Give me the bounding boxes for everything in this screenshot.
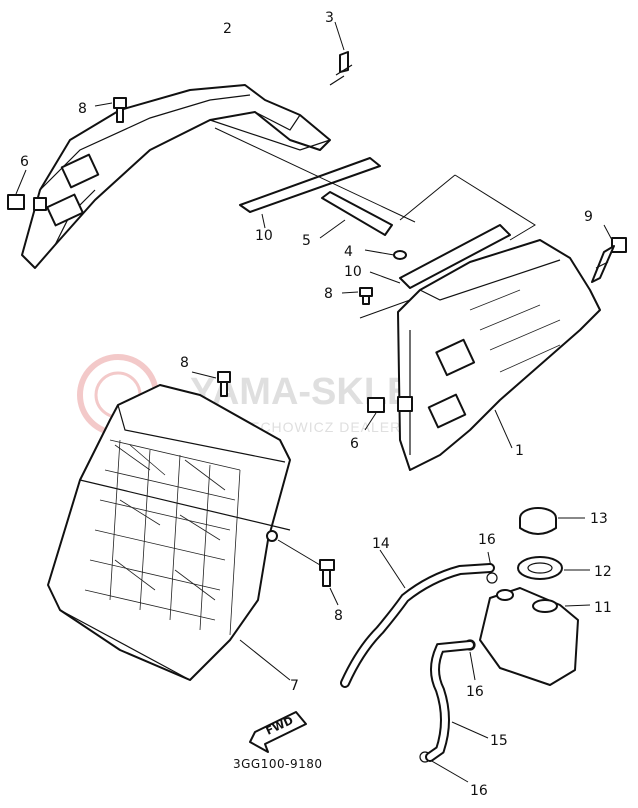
part-6-nut-a bbox=[7, 169, 47, 211]
diagram-code: 3GG100-9180 bbox=[233, 757, 323, 771]
callout-7: 7 bbox=[290, 678, 299, 694]
part-10-strip-b bbox=[369, 224, 511, 289]
callout-5: 5 bbox=[302, 233, 311, 249]
part-15-hose bbox=[425, 640, 489, 762]
callout-6: 6 bbox=[350, 436, 359, 452]
callout-8: 8 bbox=[334, 608, 343, 624]
fwd-arrow: FWD bbox=[249, 711, 307, 753]
callout-4: 4 bbox=[344, 244, 353, 260]
part-8-bolt-d bbox=[277, 539, 339, 606]
callout-10: 10 bbox=[255, 228, 273, 244]
callout-16: 16 bbox=[470, 783, 488, 799]
callout-16: 16 bbox=[466, 684, 484, 700]
callouts: 2 3 8 6 9 10 5 4 10 8 8 6 1 13 14 16 12 … bbox=[20, 10, 612, 799]
part-11-tank bbox=[479, 587, 591, 686]
part-1-side-cover bbox=[397, 239, 601, 471]
part-4-clip bbox=[364, 249, 407, 260]
part-7-grille bbox=[47, 384, 291, 681]
part-2-upper-cover bbox=[21, 84, 331, 269]
callout-11: 11 bbox=[594, 600, 612, 616]
callout-1: 1 bbox=[515, 443, 524, 459]
callout-8: 8 bbox=[78, 101, 87, 117]
part-12-seal bbox=[517, 556, 590, 580]
part-8-bolt-a bbox=[94, 97, 127, 123]
callout-6: 6 bbox=[20, 154, 29, 170]
callout-13: 13 bbox=[590, 511, 608, 527]
callout-16: 16 bbox=[478, 532, 496, 548]
callout-15: 15 bbox=[490, 733, 508, 749]
part-5-pad bbox=[319, 191, 393, 239]
callout-2: 2 bbox=[223, 21, 232, 37]
callout-12: 12 bbox=[594, 564, 612, 580]
callout-8: 8 bbox=[180, 355, 189, 371]
callout-3: 3 bbox=[325, 10, 334, 26]
callout-8: 8 bbox=[324, 286, 333, 302]
part-8-bolt-c bbox=[191, 371, 231, 397]
part-10-strip-a bbox=[239, 157, 381, 229]
grille-mesh bbox=[84, 439, 241, 636]
callout-9: 9 bbox=[584, 209, 593, 225]
part-3-bolt bbox=[329, 21, 353, 86]
part-8-bolt-b bbox=[341, 287, 373, 305]
part-9-bolt bbox=[591, 224, 627, 283]
part-14-hose bbox=[340, 549, 495, 688]
part-6-nut-b bbox=[364, 396, 413, 431]
part-13-cap bbox=[519, 507, 585, 535]
callout-10: 10 bbox=[344, 264, 362, 280]
callout-14: 14 bbox=[372, 536, 390, 552]
